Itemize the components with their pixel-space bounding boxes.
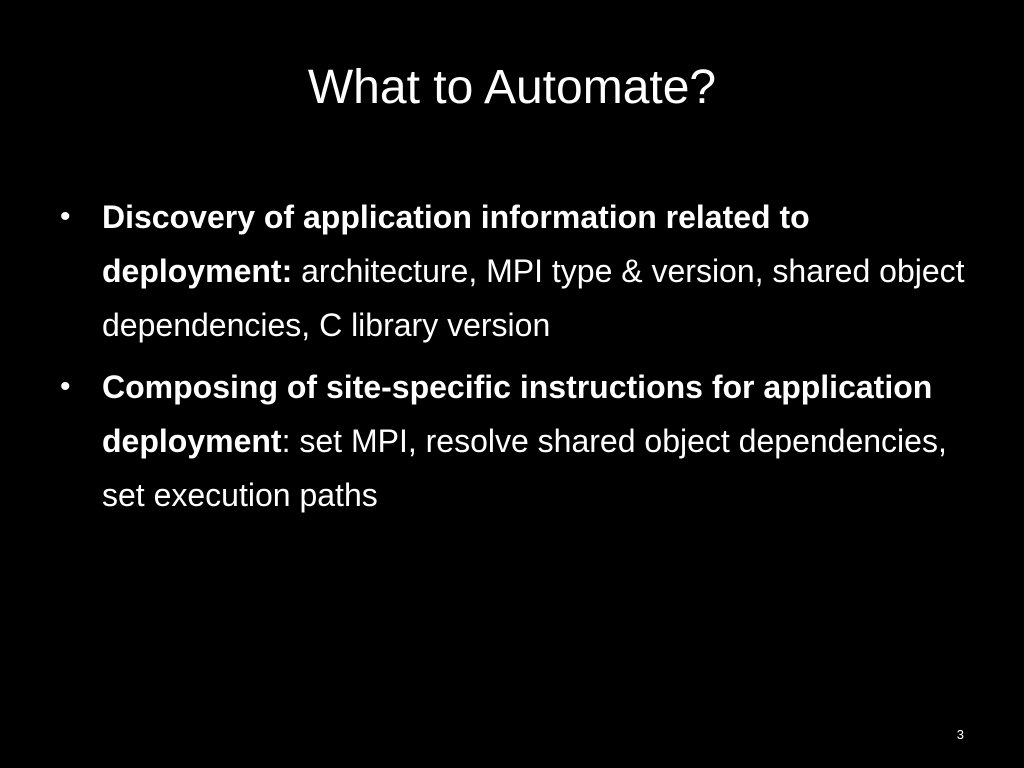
bullet-body-text: : set MPI, resolve shared object depende…: [102, 423, 947, 513]
slide-title: What to Automate?: [307, 61, 717, 114]
bullet-dot-icon: •: [60, 370, 71, 403]
bullet-item-discovery: • Discovery of application information r…: [56, 190, 976, 352]
bullet-body-text: architecture, MPI type & version, shared…: [102, 253, 965, 343]
bullet-lead-text: Composing of site-specific instructions …: [102, 369, 933, 459]
bullet-dot-icon: •: [60, 200, 71, 233]
slide-number: 3: [956, 727, 964, 742]
bullet-list: • Discovery of application information r…: [56, 190, 976, 530]
bullet-lead-text: Discovery of application information rel…: [102, 199, 810, 289]
bullet-item-composing: • Composing of site-specific instruction…: [56, 360, 976, 522]
